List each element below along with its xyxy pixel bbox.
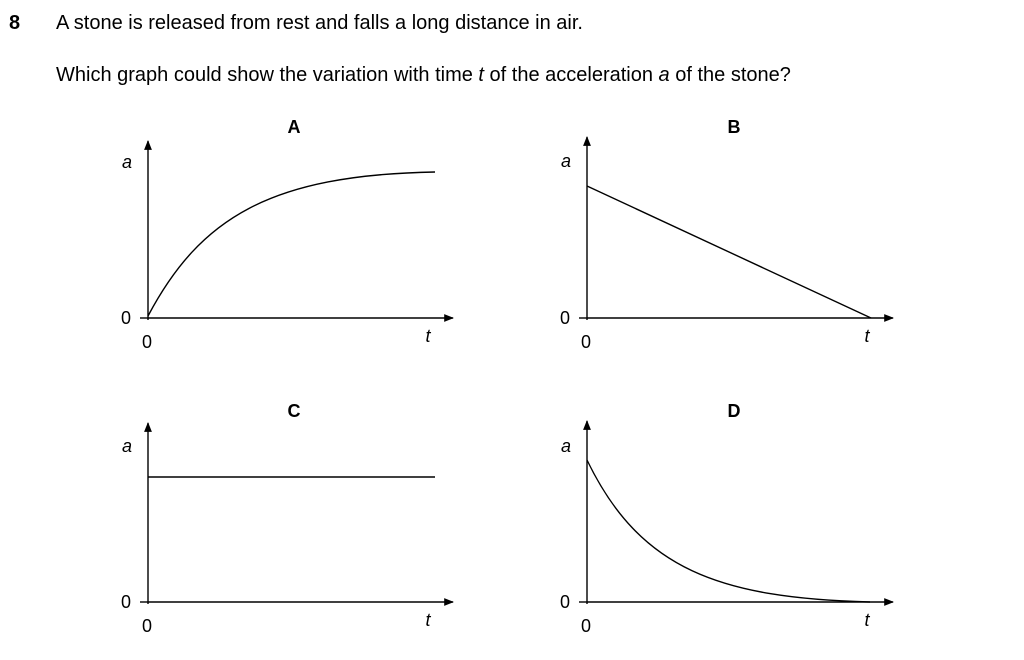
graph-d: D a 0 0 t bbox=[560, 401, 894, 636]
graph-c: C a 0 0 t bbox=[121, 401, 454, 636]
graph-d-label: D bbox=[728, 401, 741, 421]
graph-b-line bbox=[586, 185, 872, 319]
graph-a-x-origin-label: 0 bbox=[142, 332, 152, 352]
graph-d-curve bbox=[586, 459, 871, 603]
graph-c-y-axis-label: a bbox=[122, 436, 132, 456]
graph-d-y-axis-label: a bbox=[561, 436, 571, 456]
graph-d-x-origin-label: 0 bbox=[581, 616, 591, 636]
graph-c-x-axis-label: t bbox=[425, 610, 431, 630]
question-number: 8 bbox=[9, 12, 21, 34]
graph-a-curve bbox=[147, 171, 436, 317]
graph-a: A a 0 0 t bbox=[121, 117, 454, 352]
prompt-variable-t: t bbox=[478, 64, 484, 86]
graph-a-y-origin-label: 0 bbox=[121, 308, 131, 328]
graph-a-x-axis-label: t bbox=[425, 326, 431, 346]
prompt-variable-a: a bbox=[658, 64, 670, 86]
graph-b-y-origin-label: 0 bbox=[560, 308, 570, 328]
prompt-part-3: of the stone? bbox=[669, 64, 791, 86]
graph-d-x-axis-label: t bbox=[864, 610, 870, 630]
graph-b-label: B bbox=[728, 117, 741, 137]
prompt-part-1: Which graph could show the variation wit… bbox=[56, 64, 479, 86]
prompt-part-2: of the acceleration bbox=[483, 64, 659, 86]
question-prompt: Which graph could show the variation wit… bbox=[56, 64, 791, 87]
graph-d-y-origin-label: 0 bbox=[560, 592, 570, 612]
graph-c-y-origin-label: 0 bbox=[121, 592, 131, 612]
question-stem: A stone is released from rest and falls … bbox=[56, 12, 583, 34]
graph-b-x-axis-label: t bbox=[864, 326, 870, 346]
graph-b-x-origin-label: 0 bbox=[581, 332, 591, 352]
graph-b-y-axis-label: a bbox=[561, 151, 571, 171]
graph-c-label: C bbox=[288, 401, 301, 421]
graph-a-label: A bbox=[288, 117, 301, 137]
graph-a-y-axis-label: a bbox=[122, 152, 132, 172]
graph-b: B a 0 0 t bbox=[560, 117, 894, 352]
graph-c-x-origin-label: 0 bbox=[142, 616, 152, 636]
